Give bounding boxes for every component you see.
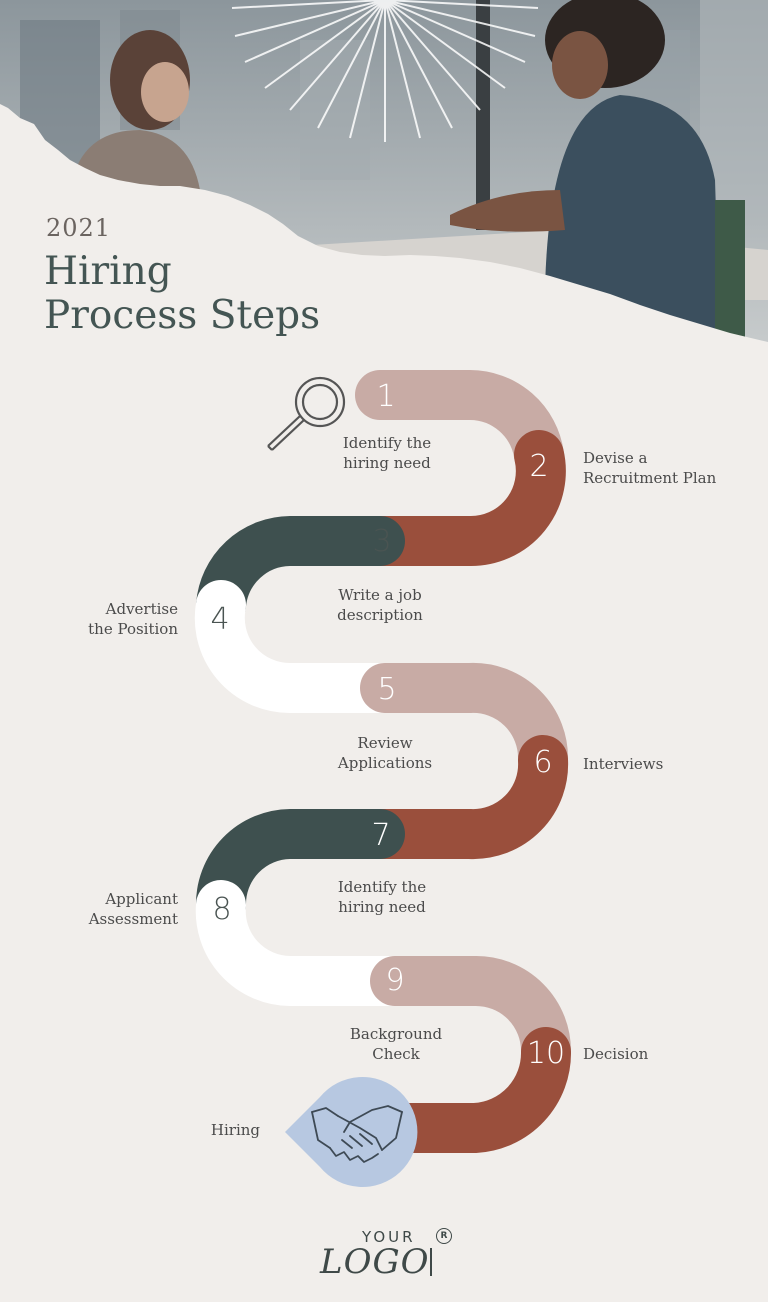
step-label-10: Decision	[583, 1045, 649, 1063]
step-number-3: 3	[372, 524, 392, 559]
final-step-label: Hiring	[210, 1121, 260, 1139]
path-segment-10	[375, 1027, 571, 1153]
step-number-4: 4	[210, 602, 230, 637]
registered-mark-icon: R	[436, 1228, 452, 1244]
step-number-10: 10	[526, 1036, 566, 1071]
year-label: 2021	[46, 214, 112, 242]
step-number-8: 8	[212, 892, 232, 927]
page-title: Hiring Process Steps	[44, 250, 320, 338]
step-number-7: 7	[371, 818, 391, 853]
step-number-5: 5	[377, 672, 397, 707]
hiring-bubble	[285, 1077, 418, 1187]
step-number-1: 1	[376, 379, 396, 414]
title-line-2: Process Steps	[44, 293, 321, 338]
step-number-9: 9	[385, 963, 405, 998]
title-line-1: Hiring	[44, 249, 172, 294]
handshake-icon	[311, 1105, 403, 1163]
step-label-6: Interviews	[583, 755, 664, 773]
magnifying-glass-icon	[267, 376, 346, 451]
path-segment-2	[355, 430, 566, 566]
path-segment-8	[195, 880, 420, 1006]
step-number-6: 6	[533, 745, 553, 780]
path-segment-6	[355, 735, 569, 860]
header-photo	[0, 0, 768, 345]
brand-logo[interactable]: YOUR LOGO R	[318, 1226, 458, 1286]
logo-top-text: YOUR	[362, 1228, 416, 1246]
step-number-2: 2	[529, 449, 549, 484]
path-segment-4	[194, 580, 410, 714]
logo-main-text: LOGO	[320, 1242, 430, 1282]
logo-divider	[430, 1248, 432, 1276]
